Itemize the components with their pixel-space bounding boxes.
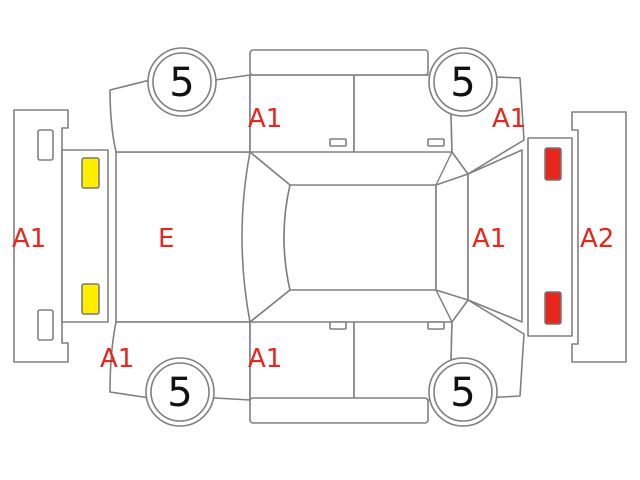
tire-rear-right: 5 [428,357,498,427]
mark-right-front-fender: A1 [100,344,134,374]
tire-front-left: 5 [147,47,217,117]
mark-left-rear-quarter: A1 [492,104,526,134]
front-bumper [13,109,69,363]
mark-right-front-door: A1 [248,344,282,374]
left-side-skirt [249,49,429,76]
tire-front-right-value: 5 [167,370,192,416]
mark-hood: E [158,224,174,254]
tire-front-left-value: 5 [169,60,194,106]
roof-panel [283,184,437,291]
rear-right-lamp [544,291,562,325]
front-left-lamp [81,157,100,189]
tire-rear-right-value: 5 [450,370,475,416]
tire-rear-left-value: 5 [450,60,475,106]
rear-glass [435,173,469,301]
right-side-skirt [249,397,429,424]
front-right-lamp [81,283,100,315]
mark-roof-rear-glass: A1 [472,224,506,254]
front-lamp-housing [61,149,109,323]
mark-rear-bumper: A2 [580,224,614,254]
trunk-panel [467,149,523,323]
mark-left-front-door: A1 [248,104,282,134]
mark-front-bumper: A1 [12,224,46,254]
tire-front-right: 5 [145,357,215,427]
rear-lamp-housing [527,137,573,337]
hood-panel [115,151,251,323]
rear-bumper [571,111,627,363]
rear-left-lamp [544,147,562,181]
tire-rear-left: 5 [428,47,498,117]
